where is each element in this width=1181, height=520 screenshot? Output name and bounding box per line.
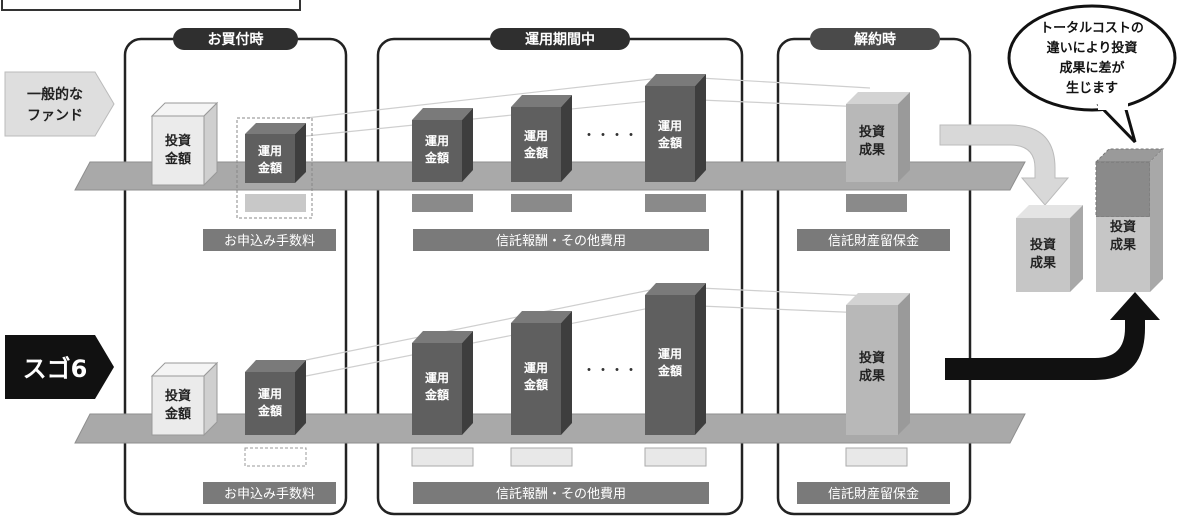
fee-redemption-top-text: 信託財産留保金 bbox=[828, 233, 919, 249]
fee-label-operation-top: 信託報酬・その他費用 bbox=[413, 229, 709, 251]
general-op4-line1: 運用 bbox=[658, 119, 682, 133]
trend-lines-sugo6 bbox=[305, 287, 891, 377]
sugo6-op3-shadow bbox=[510, 447, 573, 467]
general-result-line2: 成果 bbox=[859, 142, 885, 158]
sugo6-result-shadow bbox=[845, 447, 908, 467]
sugo6-ellipsis: ・・・・ bbox=[582, 363, 638, 379]
fee-operation-bottom-text: 信託報酬・その他費用 bbox=[496, 486, 626, 502]
final-sugo6-line1: 投資 bbox=[1110, 219, 1136, 235]
callout-line3: 成果に差が bbox=[1059, 60, 1124, 76]
general-op1-line1: 運用 bbox=[258, 144, 282, 158]
general-op-box-3: 運用 金額 bbox=[511, 95, 572, 182]
general-fund-label-line2: ファンド bbox=[27, 108, 83, 124]
general-fee-shadow-1 bbox=[245, 194, 306, 212]
callout-bubble: トータルコストの 違いにより投資 成果に差が 生じます bbox=[1007, 4, 1177, 144]
final-general-line1: 投資 bbox=[1030, 237, 1056, 253]
fee-label-purchase-top: お申込み手数料 bbox=[203, 229, 336, 251]
general-op4-shadow bbox=[645, 194, 706, 212]
sugo6-op1-line1: 運用 bbox=[258, 387, 282, 401]
sugo6-result-line1: 投資 bbox=[859, 350, 885, 366]
sugo6-fee-ghost-1 bbox=[244, 447, 307, 467]
phase-purchase-label: お買付時 bbox=[208, 31, 264, 48]
fee-label-operation-bottom: 信託報酬・その他費用 bbox=[413, 482, 709, 504]
general-op-box-4: 運用 金額 bbox=[645, 74, 706, 182]
general-op4-line2: 金額 bbox=[657, 135, 682, 150]
sugo6-op4-shadow bbox=[644, 447, 707, 467]
sugo6-op4-line2: 金額 bbox=[657, 363, 682, 378]
sugo6-result-box: 投資 成果 bbox=[846, 293, 910, 435]
sugo6-invest-box: 投資 金額 bbox=[150, 361, 219, 437]
fee-redemption-bottom-text: 信託財産留保金 bbox=[828, 486, 919, 502]
fee-label-purchase-bottom: お申込み手数料 bbox=[203, 482, 336, 504]
sugo6-op4-line1: 運用 bbox=[658, 347, 682, 361]
general-op2-line1: 運用 bbox=[425, 134, 449, 148]
general-invest-line1: 投資 bbox=[165, 133, 191, 149]
general-op-box-2: 運用 金額 bbox=[412, 108, 473, 182]
sugo6-result-arrow bbox=[945, 292, 1160, 380]
final-result-general-box: 投資 成果 bbox=[1016, 205, 1083, 292]
sugo6-invest-line2: 金額 bbox=[164, 406, 191, 422]
phase-header-operation: 運用期間中 bbox=[490, 28, 630, 50]
general-op2-line2: 金額 bbox=[424, 150, 449, 165]
sugo6-op1-line2: 金額 bbox=[257, 403, 282, 418]
general-fee-ghost bbox=[236, 117, 313, 219]
general-result-shadow bbox=[846, 194, 907, 212]
general-ellipsis: ・・・・ bbox=[582, 128, 638, 144]
callout-line2: 違いにより投資 bbox=[1047, 40, 1138, 56]
fee-operation-top-text: 信託報酬・その他費用 bbox=[496, 233, 626, 249]
general-op3-shadow bbox=[511, 194, 572, 212]
final-result-sugo6-box: 投資 成果 bbox=[1094, 148, 1165, 292]
phase-operation-label: 運用期間中 bbox=[525, 31, 595, 48]
general-op2-shadow bbox=[412, 194, 473, 212]
fee-label-redemption-top: 信託財産留保金 bbox=[797, 229, 950, 251]
general-invest-line2: 金額 bbox=[164, 151, 191, 167]
phase-redemption-label: 解約時 bbox=[854, 31, 896, 48]
general-result-box: 投資 成果 bbox=[846, 92, 910, 182]
general-fund-label-line1: 一般的な bbox=[27, 86, 83, 103]
general-op1-line2: 金額 bbox=[257, 160, 282, 175]
sugo6-op3-line2: 金額 bbox=[523, 377, 548, 392]
sugo6-op3-line1: 運用 bbox=[524, 361, 548, 375]
sugo6-op-box-4: 運用 金額 bbox=[645, 283, 706, 435]
general-op-box-1: 運用 金額 bbox=[245, 123, 306, 183]
sugo6-op2-line1: 運用 bbox=[425, 371, 449, 385]
final-sugo6-line2: 成果 bbox=[1110, 237, 1136, 253]
sugo6-op-box-1: 運用 金額 bbox=[245, 360, 306, 435]
general-result-line1: 投資 bbox=[859, 124, 885, 140]
row-label-general-fund: 一般的な ファンド bbox=[4, 71, 115, 137]
general-op3-line2: 金額 bbox=[523, 145, 548, 160]
fee-purchase-top-text: お申込み手数料 bbox=[224, 234, 315, 249]
callout-line4: 生じます bbox=[1066, 80, 1118, 96]
fee-label-redemption-bottom: 信託財産留保金 bbox=[797, 482, 950, 504]
sugo6-result-line2: 成果 bbox=[859, 368, 885, 384]
callout-line1: トータルコストの bbox=[1040, 21, 1144, 36]
phase-header-purchase: お買付時 bbox=[173, 28, 298, 50]
general-op3-line1: 運用 bbox=[524, 129, 548, 143]
sugo6-op2-shadow bbox=[411, 447, 474, 467]
sugo6-label: スゴ6 bbox=[23, 355, 88, 383]
sugo6-invest-line1: 投資 bbox=[165, 388, 191, 404]
general-invest-box: 投資 金額 bbox=[150, 101, 219, 187]
top-frame-fragment bbox=[1, 0, 301, 11]
row-label-sugo6: スゴ6 bbox=[5, 335, 114, 399]
sugo6-op-box-3: 運用 金額 bbox=[511, 311, 572, 435]
fee-purchase-bottom-text: お申込み手数料 bbox=[224, 487, 315, 502]
sugo6-op2-line2: 金額 bbox=[424, 387, 449, 402]
final-general-line2: 成果 bbox=[1030, 255, 1056, 271]
sugo6-op-box-2: 運用 金額 bbox=[412, 331, 473, 435]
phase-header-redemption: 解約時 bbox=[810, 28, 940, 50]
